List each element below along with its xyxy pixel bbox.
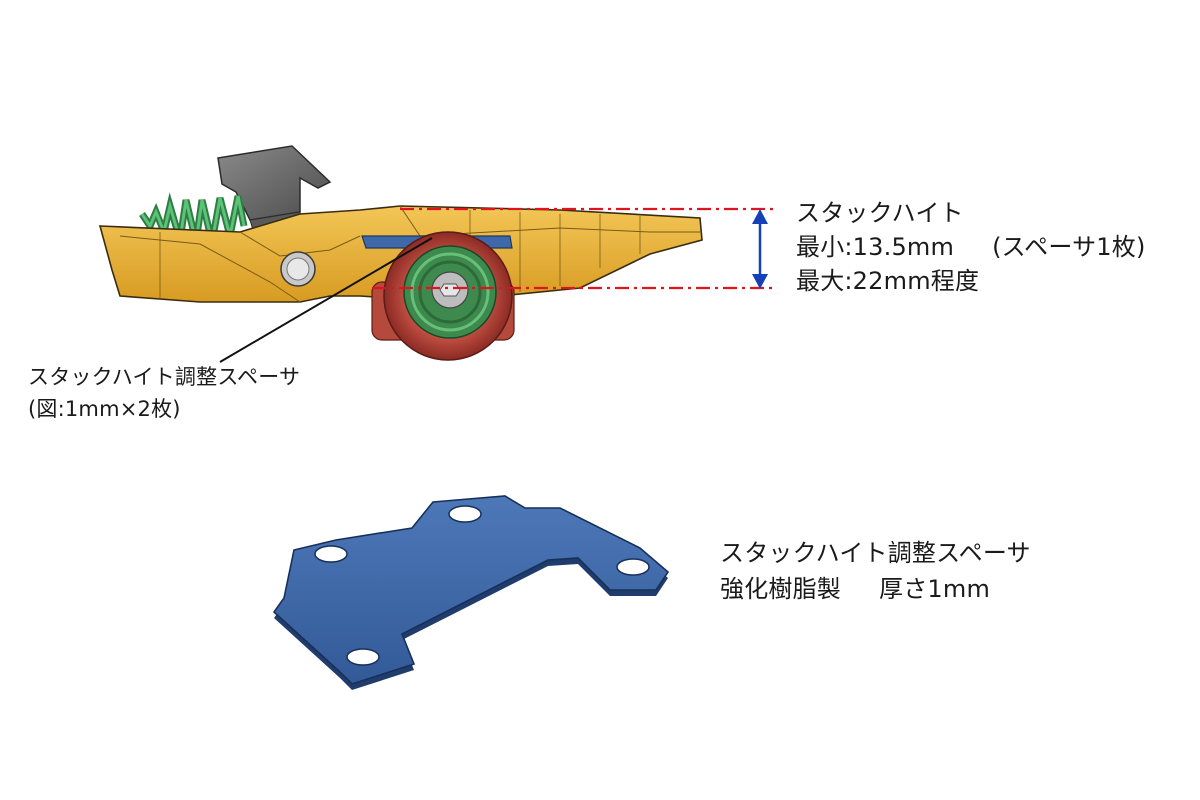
stack-height-min: 最小:13.5mm (スペーサ1枚)	[796, 230, 1146, 264]
spacer-callout-note: (図:1mm×2枚)	[28, 397, 181, 421]
stack-height-max: 最大:22mm程度	[796, 267, 980, 295]
mounting-hole	[448, 505, 482, 523]
spacer-part-thickness: 厚さ1mm	[879, 575, 991, 603]
spacer-part-material: 強化樹脂製	[720, 575, 841, 603]
tension-spring	[139, 192, 248, 244]
spacer-plate	[272, 495, 670, 685]
dimension-lines	[372, 207, 775, 290]
spacer-part-spec: 強化樹脂製 厚さ1mm	[720, 572, 990, 606]
mounting-hole	[314, 545, 348, 563]
spindle-wheel	[371, 231, 515, 361]
mounting-hole	[346, 648, 380, 666]
stack-height-min-note: (スペーサ1枚)	[992, 233, 1146, 261]
spacer-part-drawing	[272, 495, 670, 690]
stack-height-min-value: 最小:13.5mm	[796, 233, 955, 261]
leader-line	[219, 237, 433, 363]
double-headed-arrow-icon	[752, 209, 768, 289]
spacer-callout-title: スタックハイト調整スペーサ	[28, 365, 301, 389]
mounting-hole	[616, 558, 650, 576]
spacer-part-name: スタックハイト調整スペーサ	[720, 539, 1031, 567]
stack-height-title: スタックハイト	[796, 199, 964, 227]
pedal-side-view	[98, 145, 775, 363]
